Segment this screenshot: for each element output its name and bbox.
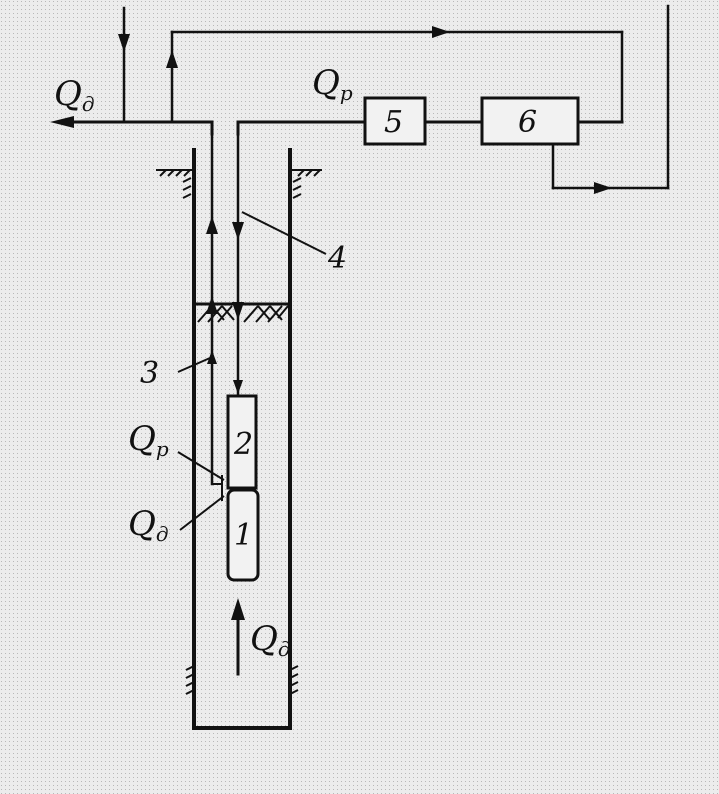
arrow-right-outlet: [594, 182, 612, 194]
arrow-up-packer: [206, 296, 218, 314]
block-6: [480, 96, 580, 146]
arrow-up-annulus: [206, 216, 218, 234]
label-qd-mid: Qд: [128, 504, 169, 546]
block-5: [363, 96, 427, 146]
number-5: 5: [384, 105, 403, 140]
return-loop: [122, 6, 624, 124]
well-casing: [192, 148, 292, 730]
label-qd-top: Qд: [54, 74, 95, 116]
surface-line: [68, 120, 624, 136]
arrow-down-lower: [233, 380, 243, 394]
arrow-up-return: [166, 50, 178, 68]
unit-1: [226, 488, 260, 582]
number-6: 6: [518, 105, 537, 140]
arrow-down-packer: [232, 302, 244, 320]
leader-lines: [177, 211, 327, 531]
number-4: 4: [327, 241, 347, 276]
label-qp-mid: Qр: [128, 419, 169, 461]
arrow-down-inflow: [118, 34, 130, 52]
label-qp-top: Qр: [312, 63, 353, 105]
number-3: 3: [140, 356, 159, 391]
arrow-up-lower: [207, 350, 217, 364]
arrow-left-outflow: [50, 116, 74, 128]
number-1: 1: [234, 518, 253, 553]
arrow-down-tubing: [232, 222, 244, 240]
flow-arrows: [50, 26, 612, 620]
number-2: 2: [233, 427, 253, 462]
ground-marks: [156, 169, 322, 199]
perforations: [185, 665, 299, 695]
label-qd-bottom: Qд: [250, 619, 291, 661]
unit-2: [226, 394, 258, 490]
arrow-right-top: [432, 26, 450, 38]
